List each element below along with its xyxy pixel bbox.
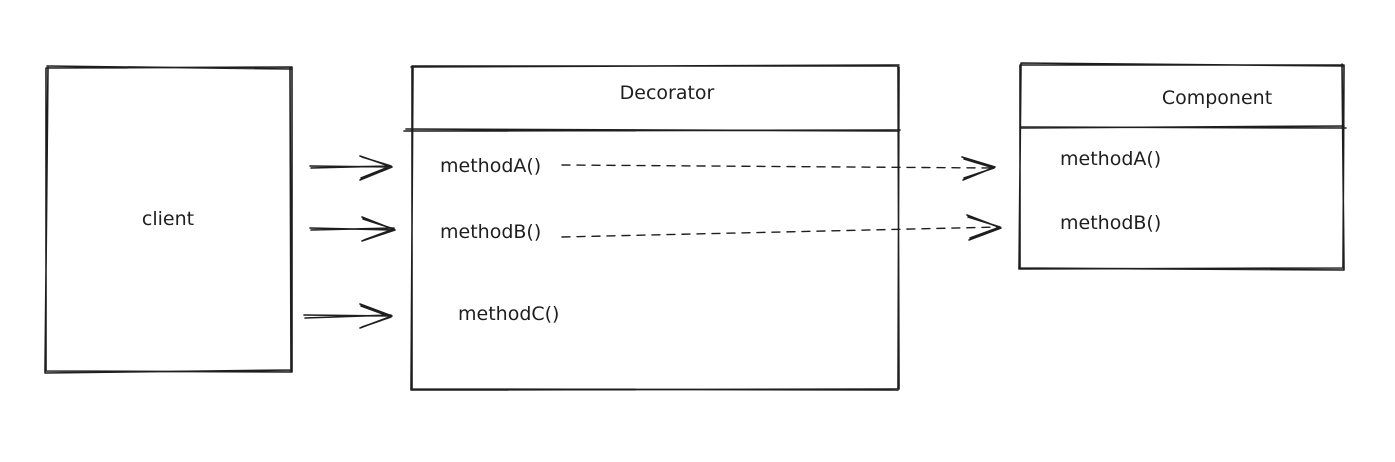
method-b-delegation-arrow bbox=[561, 214, 1002, 241]
component-method-a: methodA() bbox=[1060, 148, 1161, 170]
client-to-method-a-arrow bbox=[309, 155, 393, 181]
method-a-delegation-arrow bbox=[561, 156, 996, 181]
decorator-method-c: methodC() bbox=[458, 303, 559, 325]
client-to-method-b-arrow bbox=[309, 216, 396, 242]
decorator-box: Decorator methodA() methodB() methodC() bbox=[403, 64, 901, 391]
client-box: client bbox=[44, 65, 293, 374]
decorator-method-a: methodA() bbox=[440, 155, 541, 177]
component-title: Component bbox=[1162, 87, 1272, 109]
component-box-outline bbox=[1018, 62, 1345, 271]
client-box-outline bbox=[44, 65, 293, 374]
client-label: client bbox=[142, 208, 194, 230]
decorator-box-outline bbox=[410, 64, 900, 391]
component-method-b: methodB() bbox=[1060, 212, 1161, 234]
decorator-title: Decorator bbox=[620, 82, 715, 104]
client-to-method-c-arrow bbox=[303, 303, 393, 329]
decorator-header-divider bbox=[403, 128, 901, 132]
component-header-divider bbox=[1019, 125, 1347, 129]
decorator-method-b: methodB() bbox=[440, 221, 541, 243]
component-box: Component methodA() methodB() bbox=[1018, 62, 1347, 271]
